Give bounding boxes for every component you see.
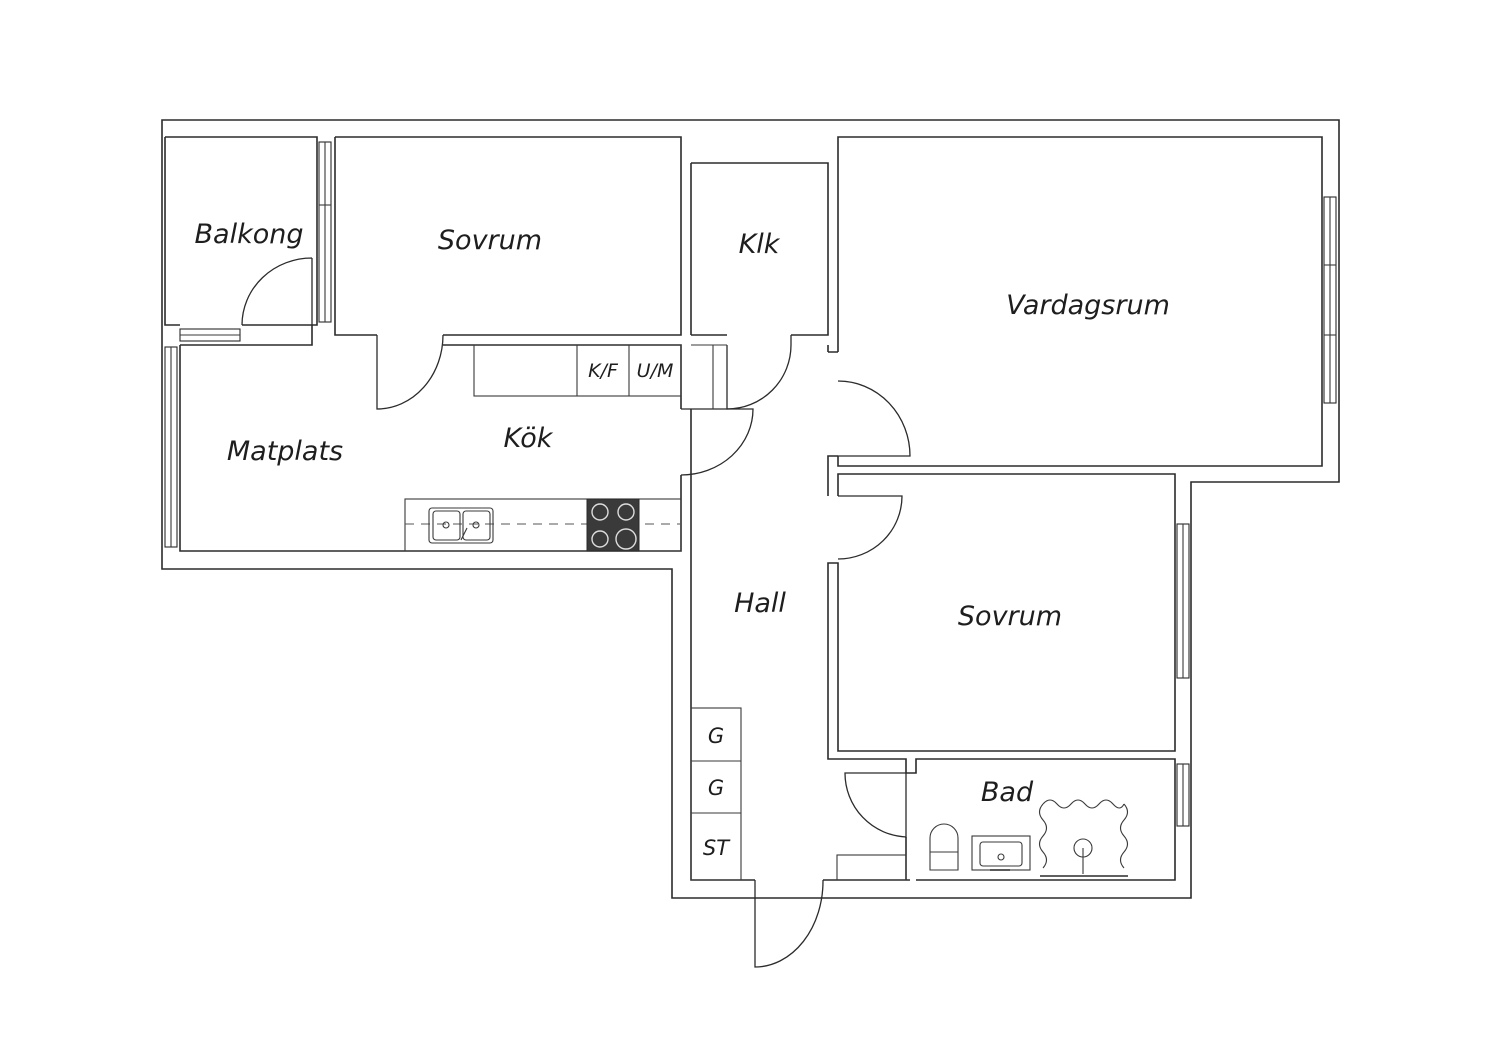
label-kf: K/F [588, 360, 619, 382]
window-balkong-bottom [179, 328, 241, 342]
label-bad: Bad [981, 777, 1034, 808]
label-balkong: Balkong [195, 219, 304, 250]
shower-icon [1038, 799, 1129, 877]
window-bad [1176, 763, 1190, 827]
sink-icon [428, 507, 494, 544]
outer-wall [161, 119, 1340, 899]
window-balkong-left [318, 141, 332, 323]
label-sovrum-1: Sovrum [438, 225, 542, 256]
balkong-door-swing [241, 257, 313, 326]
sovrum-1-door [376, 334, 444, 410]
label-hall: Hall [734, 588, 786, 619]
kitchen-door [680, 408, 754, 476]
label-sovrum-2: Sovrum [958, 601, 1062, 632]
label-um: U/M [637, 360, 674, 382]
klk-walls [690, 162, 829, 336]
klk-door [726, 335, 792, 410]
label-g-2: G [708, 776, 724, 800]
label-st: ST [703, 836, 731, 860]
stove-icon [586, 498, 640, 552]
window-sovrum-2 [1176, 523, 1190, 679]
label-klk: Klk [739, 229, 781, 260]
vardagsrum-door [837, 380, 911, 457]
label-vardagsrum: Vardagsrum [1006, 290, 1170, 321]
sovrum-2-walls [827, 473, 1176, 881]
balkong-walls [164, 136, 318, 326]
toilet-icon [929, 823, 959, 871]
counter [404, 498, 682, 552]
window-vardagsrum [1323, 196, 1337, 404]
vardagsrum-walls [827, 136, 1323, 496]
wardrobes [690, 707, 742, 881]
sovrum-2-door [837, 495, 903, 560]
label-g-1: G [708, 724, 724, 748]
window-matplats [164, 346, 178, 548]
label-kok: Kök [504, 423, 554, 454]
sovrum-1-walls [334, 136, 682, 336]
washbasin-icon [971, 835, 1031, 871]
bad-door [844, 772, 907, 838]
entrance-door [754, 879, 824, 968]
label-matplats: Matplats [227, 436, 343, 467]
bad-cabinet [836, 854, 907, 881]
